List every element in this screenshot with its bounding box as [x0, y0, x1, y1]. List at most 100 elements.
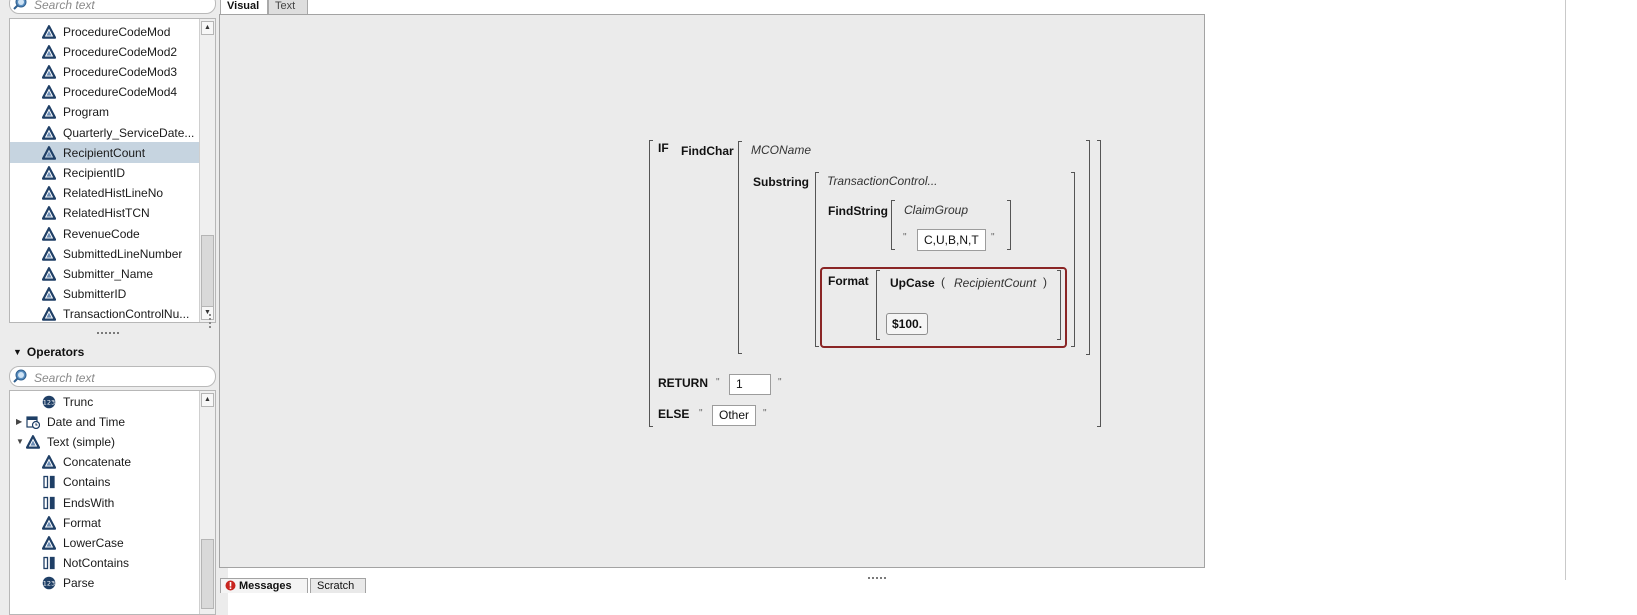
scroll-up-button[interactable]: ▲	[201, 21, 214, 35]
operators-search-input[interactable]	[32, 368, 211, 387]
scroll-up-button[interactable]: ▲	[201, 393, 214, 407]
upcase-function[interactable]: UpCase	[890, 276, 935, 290]
condition-right-bracket	[1086, 140, 1090, 355]
panel-splitter-grip[interactable]	[96, 324, 122, 334]
scroll-thumb[interactable]	[201, 235, 214, 309]
column-list-item-label: SubmittedLineNumber	[63, 246, 183, 261]
character-column-icon	[26, 435, 40, 449]
tab-messages[interactable]: Messages	[220, 578, 308, 593]
boolean-function-icon	[42, 556, 56, 570]
operator-tree-item-label: EndsWith	[63, 495, 115, 510]
findchar-left-bracket	[738, 141, 742, 354]
column-list-item[interactable]: SubmittedLineNumber	[10, 243, 200, 264]
columns-search-box[interactable]	[9, 0, 216, 14]
open-paren: (	[941, 275, 945, 289]
column-list-item[interactable]: RecipientCount	[10, 142, 200, 164]
operator-tree-item-label: NotContains	[63, 556, 130, 571]
boolean-function-icon	[42, 496, 56, 510]
column-list-item[interactable]: Submitter_Name	[10, 263, 200, 284]
operators-search-box[interactable]	[9, 366, 216, 387]
column-list-item[interactable]: ProcedureCodeMod	[10, 21, 200, 42]
format-left-bracket	[876, 270, 880, 340]
column-list-item[interactable]: RelatedHistTCN	[10, 203, 200, 224]
operator-tree-item[interactable]: Parse	[10, 573, 200, 594]
tab-scratch[interactable]: Scratch	[310, 578, 366, 593]
tree-collapsed-icon[interactable]: ▶	[16, 417, 23, 427]
column-list-item[interactable]: RevenueCode	[10, 223, 200, 244]
column-list-item-label: RevenueCode	[63, 226, 140, 241]
findstring-right-bracket	[1007, 200, 1011, 250]
scroll-down-button[interactable]: ▼	[201, 306, 214, 320]
else-open-quote: "	[699, 408, 703, 419]
column-list-item-label: Program	[63, 105, 110, 120]
else-keyword[interactable]: ELSE	[658, 407, 690, 421]
scroll-thumb[interactable]	[201, 539, 214, 609]
expression-canvas[interactable]	[219, 14, 1205, 568]
column-list-item[interactable]: TransactionControlNu...	[10, 304, 200, 322]
column-list-item-label: ProcedureCodeMod	[63, 24, 171, 39]
column-list-item[interactable]: RelatedHistLineNo	[10, 183, 200, 204]
character-column-icon	[42, 45, 56, 59]
claimgroup-column[interactable]: ClaimGroup	[904, 203, 969, 217]
close-quote: "	[991, 232, 995, 243]
findchar-function[interactable]: FindChar	[681, 144, 734, 158]
bottom-splitter-grip[interactable]	[867, 569, 891, 579]
operator-tree-item[interactable]: ▼Text (simple)	[10, 431, 200, 452]
tab-visual[interactable]: Visual	[220, 0, 268, 15]
tree-expanded-icon[interactable]: ▼	[16, 437, 24, 447]
substring-left-bracket	[815, 172, 819, 347]
column-list-item-label: ProcedureCodeMod3	[63, 64, 178, 79]
chevron-down-icon: ▼	[13, 347, 22, 357]
column-list-item-label: RecipientCount	[63, 145, 146, 160]
else-value-input[interactable]: Other	[712, 405, 757, 426]
return-keyword[interactable]: RETURN	[658, 376, 708, 390]
column-list-item[interactable]: ProcedureCodeMod3	[10, 61, 200, 82]
numeric-function-icon	[42, 576, 56, 590]
cubnt-string-literal[interactable]: C,U,B,N,T	[917, 229, 986, 251]
if-keyword[interactable]: IF	[658, 141, 669, 155]
substring-function[interactable]: Substring	[753, 175, 809, 189]
return-open-quote: "	[716, 377, 720, 388]
operators-title: Operators	[26, 345, 85, 359]
column-list-item[interactable]: RecipientID	[10, 162, 200, 183]
operator-tree-item[interactable]: Concatenate	[10, 452, 200, 473]
columns-search-input[interactable]	[32, 0, 211, 14]
tab-text[interactable]: Text	[268, 0, 308, 15]
character-column-icon	[42, 227, 56, 241]
column-list-item[interactable]: ProcedureCodeMod4	[10, 82, 200, 103]
return-value-input[interactable]: 1	[729, 374, 771, 395]
operator-tree-item-label: Concatenate	[63, 455, 132, 470]
operator-tree-item[interactable]: LowerCase	[10, 532, 200, 553]
operator-tree-item[interactable]: NotContains	[10, 553, 200, 574]
operator-tree-item[interactable]: Trunc	[10, 391, 200, 412]
column-list-item-label: SubmitterID	[63, 287, 127, 302]
substring-right-bracket	[1071, 172, 1075, 347]
operator-tree-item[interactable]: Format	[10, 512, 200, 533]
column-list-item-label: RelatedHistLineNo	[63, 186, 164, 201]
operators-tree[interactable]: Trunc▶Date and Time▼Text (simple) Concate…	[9, 390, 216, 615]
operator-tree-item-label: Contains	[63, 475, 111, 490]
column-list-item[interactable]: SubmitterID	[10, 284, 200, 305]
columns-list-scrollbar[interactable]: ▲ ▼	[199, 19, 215, 322]
operator-tree-item[interactable]: ▶Date and Time	[10, 411, 200, 432]
column-list-item-label: Quarterly_ServiceDate...	[63, 125, 195, 140]
operators-tree-scrollbar[interactable]: ▲	[199, 391, 215, 614]
format-function[interactable]: Format	[828, 274, 869, 288]
operator-tree-item[interactable]: EndsWith	[10, 492, 200, 513]
findstring-function[interactable]: FindString	[828, 204, 888, 218]
format-value-button[interactable]: $100.	[886, 313, 929, 335]
operators-section-header[interactable]: ▼ Operators	[13, 345, 84, 359]
transaction-control-column[interactable]: TransactionControl...	[827, 174, 938, 188]
numeric-function-icon	[42, 395, 56, 409]
column-list-item[interactable]: Program	[10, 102, 200, 123]
operator-tree-item[interactable]: Contains	[10, 472, 200, 493]
column-list-item[interactable]: ProcedureCodeMod2	[10, 41, 200, 62]
mconame-column[interactable]: MCOName	[751, 143, 812, 157]
vertical-splitter-grip[interactable]	[207, 312, 213, 330]
if-left-bracket	[649, 140, 653, 427]
character-column-icon	[42, 247, 56, 261]
recipientcount-column[interactable]: RecipientCount	[954, 276, 1037, 290]
column-list-item[interactable]: Quarterly_ServiceDate...	[10, 122, 200, 143]
format-highlight-box	[820, 267, 1067, 348]
